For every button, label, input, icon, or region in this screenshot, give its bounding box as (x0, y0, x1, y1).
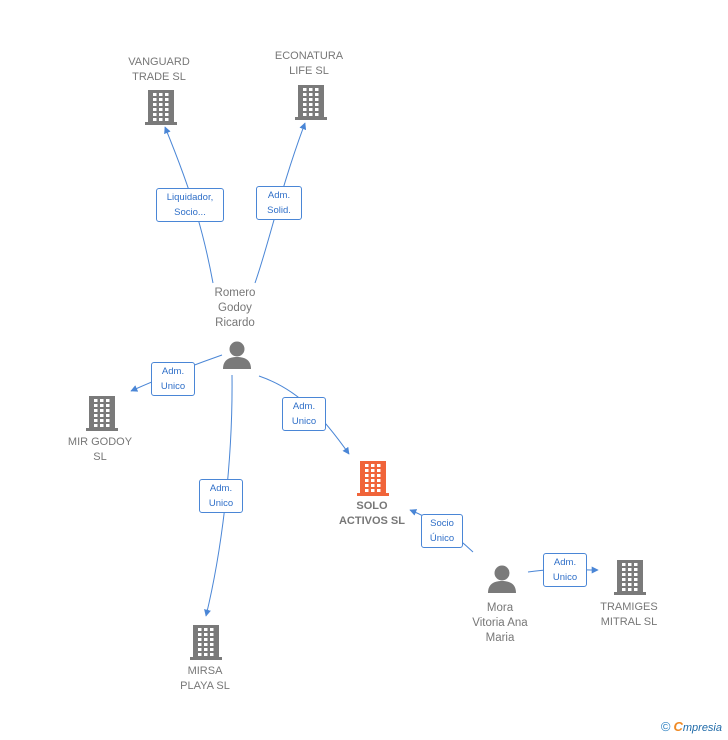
node-label-romero-godoy-ricardo[interactable]: Romero Godoy Ricardo (214, 287, 256, 329)
person-icon-romero-godoy-ricardo[interactable] (223, 341, 251, 370)
edge-label-romero-mirsa[interactable]: Adm. Unico (199, 479, 243, 513)
copyright-icon: © (660, 719, 671, 734)
brand-logo: Cmpresia (673, 719, 722, 734)
edge-label-romero-vanguard[interactable]: Liquidador, Socio... (156, 188, 224, 222)
edge-label-mora-solo-activos[interactable]: Socio Único (421, 514, 463, 548)
building-icon-econatura-life[interactable] (295, 85, 327, 120)
building-icon-solo-activos[interactable] (357, 461, 389, 496)
node-label-mir-godoy[interactable]: MIR GODOY SL (67, 436, 133, 463)
node-label-vanguard-trade[interactable]: VANGUARD TRADE SL (128, 56, 190, 83)
footer-brand: © Cmpresia (661, 719, 722, 734)
node-label-solo-activos[interactable]: SOLO ACTIVOS SL (338, 500, 405, 527)
person-icon-mora-vitoria-ana-maria[interactable] (488, 565, 516, 594)
node-label-econatura-life[interactable]: ECONATURA LIFE SL (274, 50, 344, 77)
building-icon-mir-godoy[interactable] (86, 396, 118, 431)
edge-label-romero-econatura[interactable]: Adm. Solid. (256, 186, 302, 220)
edge-label-romero-mir-godoy[interactable]: Adm. Unico (151, 362, 195, 396)
node-label-mora-vitoria-ana-maria[interactable]: Mora Vitoria Ana Maria (472, 602, 528, 644)
edge-label-mora-tramiges[interactable]: Adm. Unico (543, 553, 587, 587)
node-label-tramiges-mitral[interactable]: TRAMIGES MITRAL SL (600, 601, 658, 628)
building-icon-tramiges-mitral[interactable] (614, 560, 646, 595)
node-label-mirsa-playa[interactable]: MIRSA PLAYA SL (180, 665, 230, 692)
edge-label-romero-solo-activos[interactable]: Adm. Unico (282, 397, 326, 431)
building-icon-vanguard-trade[interactable] (145, 90, 177, 125)
building-icon-mirsa-playa[interactable] (190, 625, 222, 660)
